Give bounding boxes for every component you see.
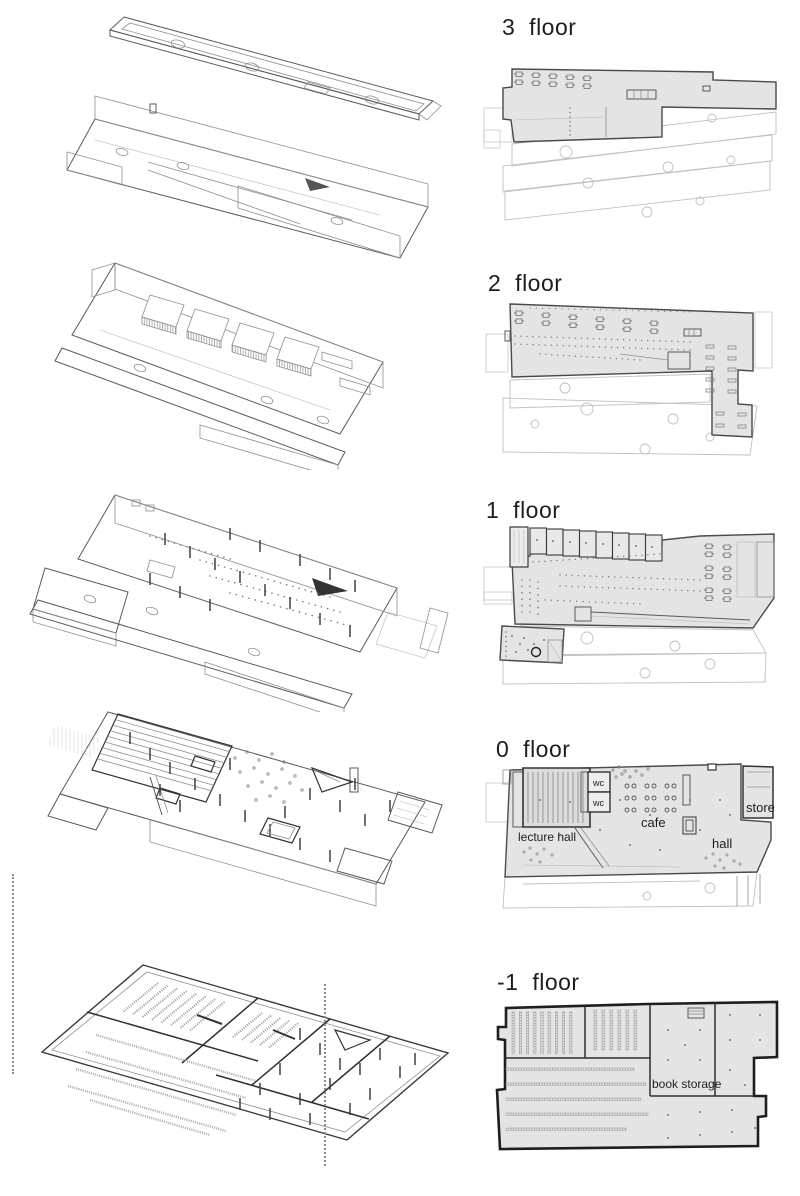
shelf-row	[514, 335, 691, 343]
desk-row	[532, 553, 661, 563]
shelf-row	[539, 353, 641, 361]
lecture-hall-room	[502, 767, 591, 828]
desk-col	[521, 579, 523, 613]
annex-dots	[505, 631, 507, 657]
study-rooms	[509, 526, 663, 568]
hall-label: hall	[712, 836, 732, 851]
column-dots	[667, 1014, 761, 1139]
column-dots	[539, 799, 731, 851]
seating-lines	[527, 772, 584, 823]
cafe-label: cafe	[641, 815, 666, 830]
stack-shelves-rows	[505, 1067, 649, 1131]
section-cut-line-left	[12, 874, 14, 1074]
desk-col	[537, 581, 539, 615]
axon-floor-minus-1	[40, 964, 450, 1141]
cafe-chairs	[233, 750, 304, 804]
floor-label-0: 0 floor	[496, 736, 571, 762]
axon-floor-0	[47, 711, 443, 907]
plan-floor-0: store wc wc cafe hall lecture hall	[485, 763, 775, 909]
carrel-grid	[705, 344, 747, 429]
wall-dots	[569, 107, 571, 136]
desk-col	[529, 579, 531, 613]
axon-floor-3	[66, 95, 429, 259]
floor-label-3: 3 floor	[502, 14, 577, 40]
floor-label-1: 1 floor	[486, 497, 561, 523]
axon-floor-1	[29, 494, 449, 712]
desk-row	[149, 535, 231, 560]
desk-row	[199, 559, 331, 598]
desk-row	[559, 585, 701, 592]
wc-upper-label: wc	[592, 778, 604, 788]
columns	[239, 1028, 416, 1125]
store-label: store	[746, 800, 775, 815]
lecture-hall-volume	[91, 713, 233, 805]
stack-shelves-a	[511, 1011, 573, 1055]
axon-roof	[108, 16, 442, 121]
desk-row	[544, 599, 641, 605]
plant-scatter	[611, 765, 650, 779]
shelving-slanted	[122, 982, 299, 1050]
plan-floor-3	[483, 68, 777, 221]
floor-label-2: 2 floor	[488, 270, 563, 296]
plant-scatter	[704, 852, 742, 870]
room-furniture-dots	[536, 539, 653, 548]
cafe-tables	[624, 783, 677, 813]
desk-row	[559, 574, 701, 581]
plan-floor-1	[483, 526, 775, 685]
plan-floor-minus-1: book storage	[495, 1000, 779, 1151]
wc-lower-label: wc	[592, 798, 604, 808]
floor-label-minus-1: -1 floor	[497, 969, 580, 995]
section-cut-line-basement	[324, 984, 326, 1166]
reading-room-boxes	[141, 294, 371, 396]
wc-block: wc wc	[580, 771, 611, 813]
book-storage-label: book storage	[652, 1077, 722, 1091]
shelf-row	[514, 343, 691, 351]
columns	[149, 528, 356, 637]
axon-roof-and-floor-3	[66, 16, 442, 259]
columns	[129, 732, 391, 862]
lecture-hall-label: lecture hall	[518, 830, 576, 844]
axon-floor-2	[54, 262, 384, 470]
annex-scatter	[511, 635, 545, 653]
shelving-rows	[67, 1033, 257, 1137]
plan-floor-2	[485, 303, 773, 456]
stack-shelves-b	[593, 1009, 637, 1051]
shelf-row	[529, 307, 691, 313]
store-room: store	[742, 765, 775, 819]
plant-scatter	[522, 846, 554, 864]
